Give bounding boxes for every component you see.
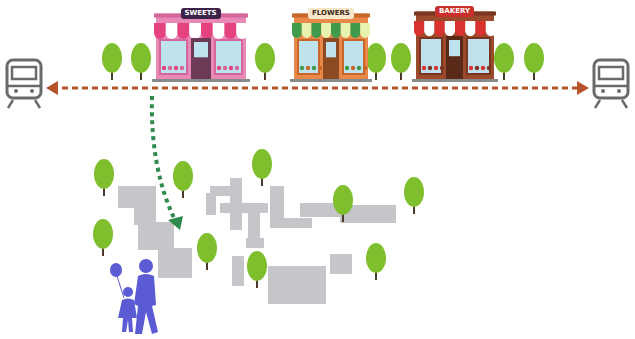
tree (131, 43, 151, 80)
shop-building: SWEETS (152, 4, 250, 82)
shop-building: BAKERY (412, 2, 498, 82)
building (220, 203, 268, 213)
door-glass (449, 40, 460, 56)
shop-name: FLOWERS (308, 8, 354, 19)
shop-window (215, 40, 242, 74)
tree (391, 43, 411, 80)
train-icon (7, 60, 41, 108)
door-glass (194, 42, 208, 57)
shop-window (298, 40, 319, 74)
tree (494, 43, 514, 80)
shop-sign: BAKERY (435, 6, 474, 17)
shop-goods (300, 66, 367, 70)
building-blocks (118, 178, 396, 304)
tree (333, 185, 353, 222)
people-silhouette (110, 259, 158, 334)
tree (255, 43, 275, 80)
shop-name: SWEETS (181, 8, 221, 19)
rail-arrowhead (46, 81, 58, 95)
shop-goods (162, 66, 239, 70)
walk-arrow (152, 96, 176, 222)
shop-window (343, 40, 364, 74)
door-glass (326, 42, 336, 57)
rail-arrowhead (577, 81, 589, 95)
tree (94, 159, 114, 196)
shop-building: FLOWERS (290, 4, 372, 82)
rail-line (52, 87, 583, 90)
shop-step (290, 79, 372, 82)
tree (247, 251, 267, 288)
shop-name: BAKERY (435, 6, 474, 17)
tree (252, 149, 272, 186)
shop-awning (154, 23, 248, 39)
shop-window (420, 38, 442, 74)
tree (404, 177, 424, 214)
building (118, 186, 156, 208)
building (272, 218, 312, 228)
shop-step (152, 79, 250, 82)
tree (197, 233, 217, 270)
building (248, 208, 260, 238)
shop-awning (292, 23, 370, 38)
walk-arrowhead (168, 216, 183, 230)
shop-window (160, 40, 187, 74)
shop-door (191, 38, 211, 82)
shop-door (446, 36, 463, 82)
tree (366, 43, 386, 80)
shop-window (467, 38, 490, 74)
tree (93, 219, 113, 256)
shop-sign: FLOWERS (308, 8, 354, 19)
tree (524, 43, 544, 80)
shop-wall (294, 14, 368, 83)
shop-sign: SWEETS (181, 8, 221, 19)
building (232, 256, 244, 286)
shop-wall (156, 14, 246, 83)
park-trees (93, 149, 424, 288)
train-icon (594, 60, 628, 108)
tree (173, 161, 193, 198)
tree (102, 43, 122, 80)
shop-awning (414, 21, 496, 36)
building (246, 238, 264, 248)
building (138, 222, 174, 250)
shop-goods (422, 66, 491, 70)
building (330, 254, 352, 274)
building (268, 266, 326, 304)
shop-door (323, 38, 339, 82)
building (158, 248, 192, 278)
shop-wall (416, 12, 494, 83)
tree (366, 243, 386, 280)
shop-step (412, 79, 498, 82)
building (206, 193, 216, 215)
